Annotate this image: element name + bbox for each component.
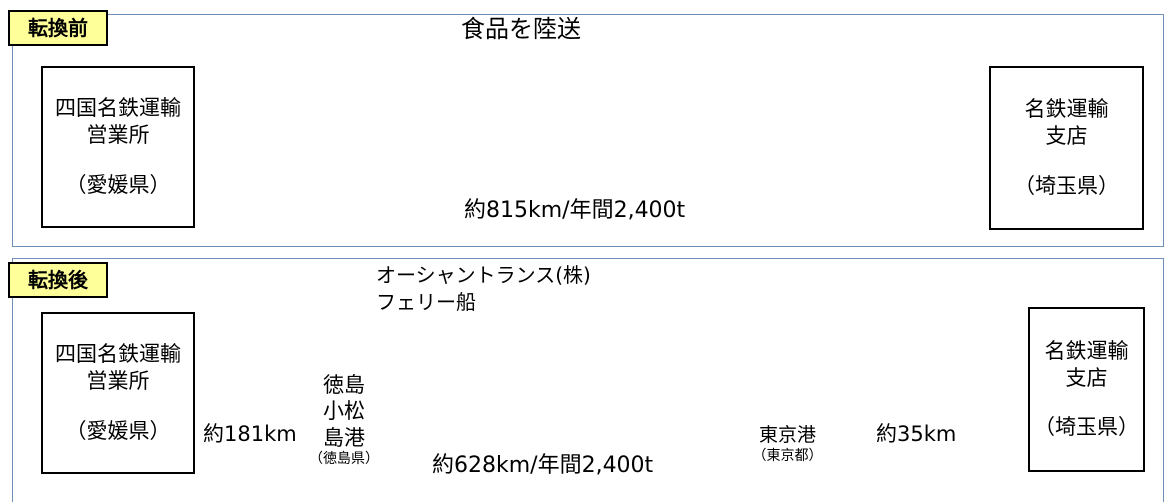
before-panel <box>12 14 1164 247</box>
before-tag: 転換前 <box>8 10 108 46</box>
port1-line1: 徳島 <box>323 373 365 397</box>
port-tokyo-label: 東京港 （東京都） <box>745 424 830 465</box>
port-tokushima-label: 徳島 小松 島港 （徳島県） <box>300 372 388 468</box>
before-caption: 食品を陸送 <box>461 15 581 43</box>
before-route-label: 約815km/年間2,400t <box>464 198 686 223</box>
dest-name-line1: 名鉄運輸 <box>1024 97 1109 122</box>
dest-prefecture: （埼玉県） <box>1034 415 1139 440</box>
ferry-operator-label: オーシャントランス(株) <box>376 263 591 287</box>
before-origin-box: 四国名鉄運輸 営業所 （愛媛県） <box>41 66 195 228</box>
dest-prefecture: （埼玉県） <box>1014 173 1119 198</box>
origin-name-line2: 営業所 <box>86 369 150 394</box>
leg3-label: 約35km <box>876 422 957 446</box>
port1-line3: 島港 <box>323 425 365 450</box>
ferry-type-label: フェリー船 <box>376 290 476 314</box>
dest-name-line2: 支店 <box>1065 365 1108 390</box>
after-dest-box: 名鉄運輸 支店 （埼玉県） <box>1028 307 1145 472</box>
origin-name-line1: 四国名鉄運輸 <box>55 342 181 367</box>
sea-route-label: 約628km/年間2,400t <box>432 453 654 478</box>
dest-name-line2: 支店 <box>1045 124 1088 149</box>
origin-prefecture: （愛媛県） <box>65 418 171 443</box>
port2-name: 東京港 <box>758 424 816 446</box>
origin-prefecture: （愛媛県） <box>65 172 171 197</box>
leg1-label: 約181km <box>203 422 297 446</box>
port2-prefecture: （東京都） <box>752 447 823 464</box>
after-tag: 転換後 <box>8 262 108 298</box>
port1-line2: 小松 <box>323 399 365 424</box>
dest-name-line1: 名鉄運輸 <box>1044 338 1129 363</box>
after-origin-box: 四国名鉄運輸 営業所 （愛媛県） <box>41 312 195 474</box>
after-panel <box>12 258 1164 502</box>
origin-name-line2: 営業所 <box>86 123 150 148</box>
before-dest-box: 名鉄運輸 支店 （埼玉県） <box>989 66 1144 230</box>
origin-name-line1: 四国名鉄運輸 <box>55 96 181 121</box>
port1-prefecture: （徳島県） <box>309 450 379 467</box>
